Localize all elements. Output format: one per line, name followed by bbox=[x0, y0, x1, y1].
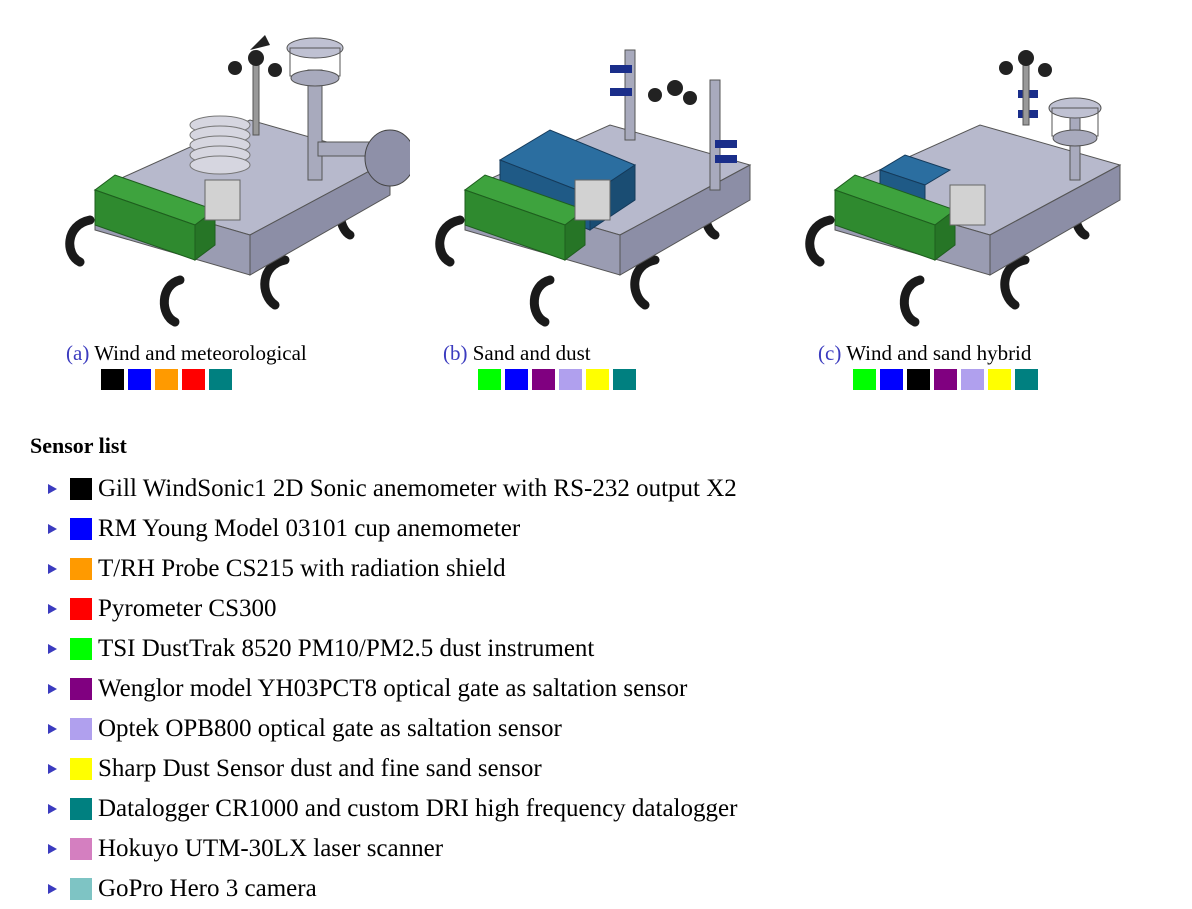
swatch bbox=[934, 369, 957, 390]
bullet-triangle-icon bbox=[48, 804, 57, 814]
sensor-name: Pyrometer CS300 bbox=[98, 595, 277, 622]
caption-c-title: Wind and sand hybrid bbox=[846, 341, 1032, 365]
swatch bbox=[101, 369, 124, 390]
sensor-name: Optek OPB800 optical gate as saltation s… bbox=[98, 715, 562, 742]
swatch bbox=[961, 369, 984, 390]
swatch bbox=[532, 369, 555, 390]
caption-a: (a) Wind and meteorological bbox=[66, 341, 307, 366]
list-item: GoPro Hero 3 camera bbox=[48, 869, 737, 909]
list-item: RM Young Model 03101 cup anemometer bbox=[48, 509, 737, 549]
swatch bbox=[505, 369, 528, 390]
sensor-list: Gill WindSonic1 2D Sonic anemometer with… bbox=[48, 469, 737, 909]
color-swatch bbox=[70, 478, 92, 500]
robot-a-illustration bbox=[65, 35, 416, 327]
bullet-triangle-icon bbox=[48, 524, 57, 534]
caption-b-label: (b) bbox=[443, 341, 468, 365]
list-item: Pyrometer CS300 bbox=[48, 589, 737, 629]
swatch bbox=[155, 369, 178, 390]
sensor-name: GoPro Hero 3 camera bbox=[98, 875, 317, 902]
swatches-c bbox=[853, 369, 1038, 390]
list-item: Datalogger CR1000 and custom DRI high fr… bbox=[48, 789, 737, 829]
caption-a-label: (a) bbox=[66, 341, 90, 365]
bullet-triangle-icon bbox=[48, 764, 57, 774]
bullet-triangle-icon bbox=[48, 564, 57, 574]
caption-b-title: Sand and dust bbox=[472, 341, 591, 365]
color-swatch bbox=[70, 638, 92, 660]
list-item: T/RH Probe CS215 with radiation shield bbox=[48, 549, 737, 589]
sensor-name: TSI DustTrak 8520 PM10/PM2.5 dust instru… bbox=[98, 635, 595, 662]
figure-a-robot-image bbox=[50, 30, 416, 340]
list-item: Sharp Dust Sensor dust and fine sand sen… bbox=[48, 749, 737, 789]
sensor-name: Hokuyo UTM-30LX laser scanner bbox=[98, 835, 444, 862]
swatches-a bbox=[101, 369, 232, 390]
color-swatch bbox=[70, 518, 92, 540]
swatch bbox=[559, 369, 582, 390]
bullet-triangle-icon bbox=[48, 844, 57, 854]
sensor-name: RM Young Model 03101 cup anemometer bbox=[98, 515, 521, 542]
swatch bbox=[853, 369, 876, 390]
swatch bbox=[478, 369, 501, 390]
swatch bbox=[586, 369, 609, 390]
list-item: Gill WindSonic1 2D Sonic anemometer with… bbox=[48, 469, 737, 509]
sensor-list-title: Sensor list bbox=[30, 433, 127, 458]
color-swatch bbox=[70, 878, 92, 900]
bullet-triangle-icon bbox=[48, 604, 57, 614]
color-swatch bbox=[70, 598, 92, 620]
caption-a-title: Wind and meteorological bbox=[94, 341, 307, 365]
figure-c-robot-image bbox=[790, 30, 1150, 340]
sensor-name: Wenglor model YH03PCT8 optical gate as s… bbox=[98, 675, 688, 702]
sensor-name: Datalogger CR1000 and custom DRI high fr… bbox=[98, 795, 738, 822]
list-item: Hokuyo UTM-30LX laser scanner bbox=[48, 829, 737, 869]
swatch bbox=[988, 369, 1011, 390]
bullet-triangle-icon bbox=[48, 644, 57, 654]
bullet-triangle-icon bbox=[48, 724, 57, 734]
color-swatch bbox=[70, 758, 92, 780]
sensor-name: T/RH Probe CS215 with radiation shield bbox=[98, 555, 506, 582]
list-item: TSI DustTrak 8520 PM10/PM2.5 dust instru… bbox=[48, 629, 737, 669]
list-item: Wenglor model YH03PCT8 optical gate as s… bbox=[48, 669, 737, 709]
bullet-triangle-icon bbox=[48, 484, 57, 494]
swatch bbox=[209, 369, 232, 390]
caption-c-label: (c) bbox=[818, 341, 842, 365]
swatch bbox=[907, 369, 930, 390]
robot-b-illustration bbox=[435, 49, 752, 327]
swatch bbox=[182, 369, 205, 390]
swatch bbox=[128, 369, 151, 390]
bullet-triangle-icon bbox=[48, 684, 57, 694]
sensor-name: Gill WindSonic1 2D Sonic anemometer with… bbox=[98, 475, 737, 502]
bullet-triangle-icon bbox=[48, 884, 57, 894]
figure-b-robot-image bbox=[420, 30, 780, 340]
swatches-b bbox=[478, 369, 636, 390]
swatch bbox=[880, 369, 903, 390]
list-item: Optek OPB800 optical gate as saltation s… bbox=[48, 709, 737, 749]
color-swatch bbox=[70, 718, 92, 740]
color-swatch bbox=[70, 558, 92, 580]
robot-c-illustration bbox=[805, 50, 1122, 327]
color-swatch bbox=[70, 838, 92, 860]
caption-b: (b) Sand and dust bbox=[443, 341, 591, 366]
sensor-name: Sharp Dust Sensor dust and fine sand sen… bbox=[98, 755, 542, 782]
color-swatch bbox=[70, 678, 92, 700]
caption-c: (c) Wind and sand hybrid bbox=[818, 341, 1031, 366]
swatch bbox=[1015, 369, 1038, 390]
color-swatch bbox=[70, 798, 92, 820]
swatch bbox=[613, 369, 636, 390]
